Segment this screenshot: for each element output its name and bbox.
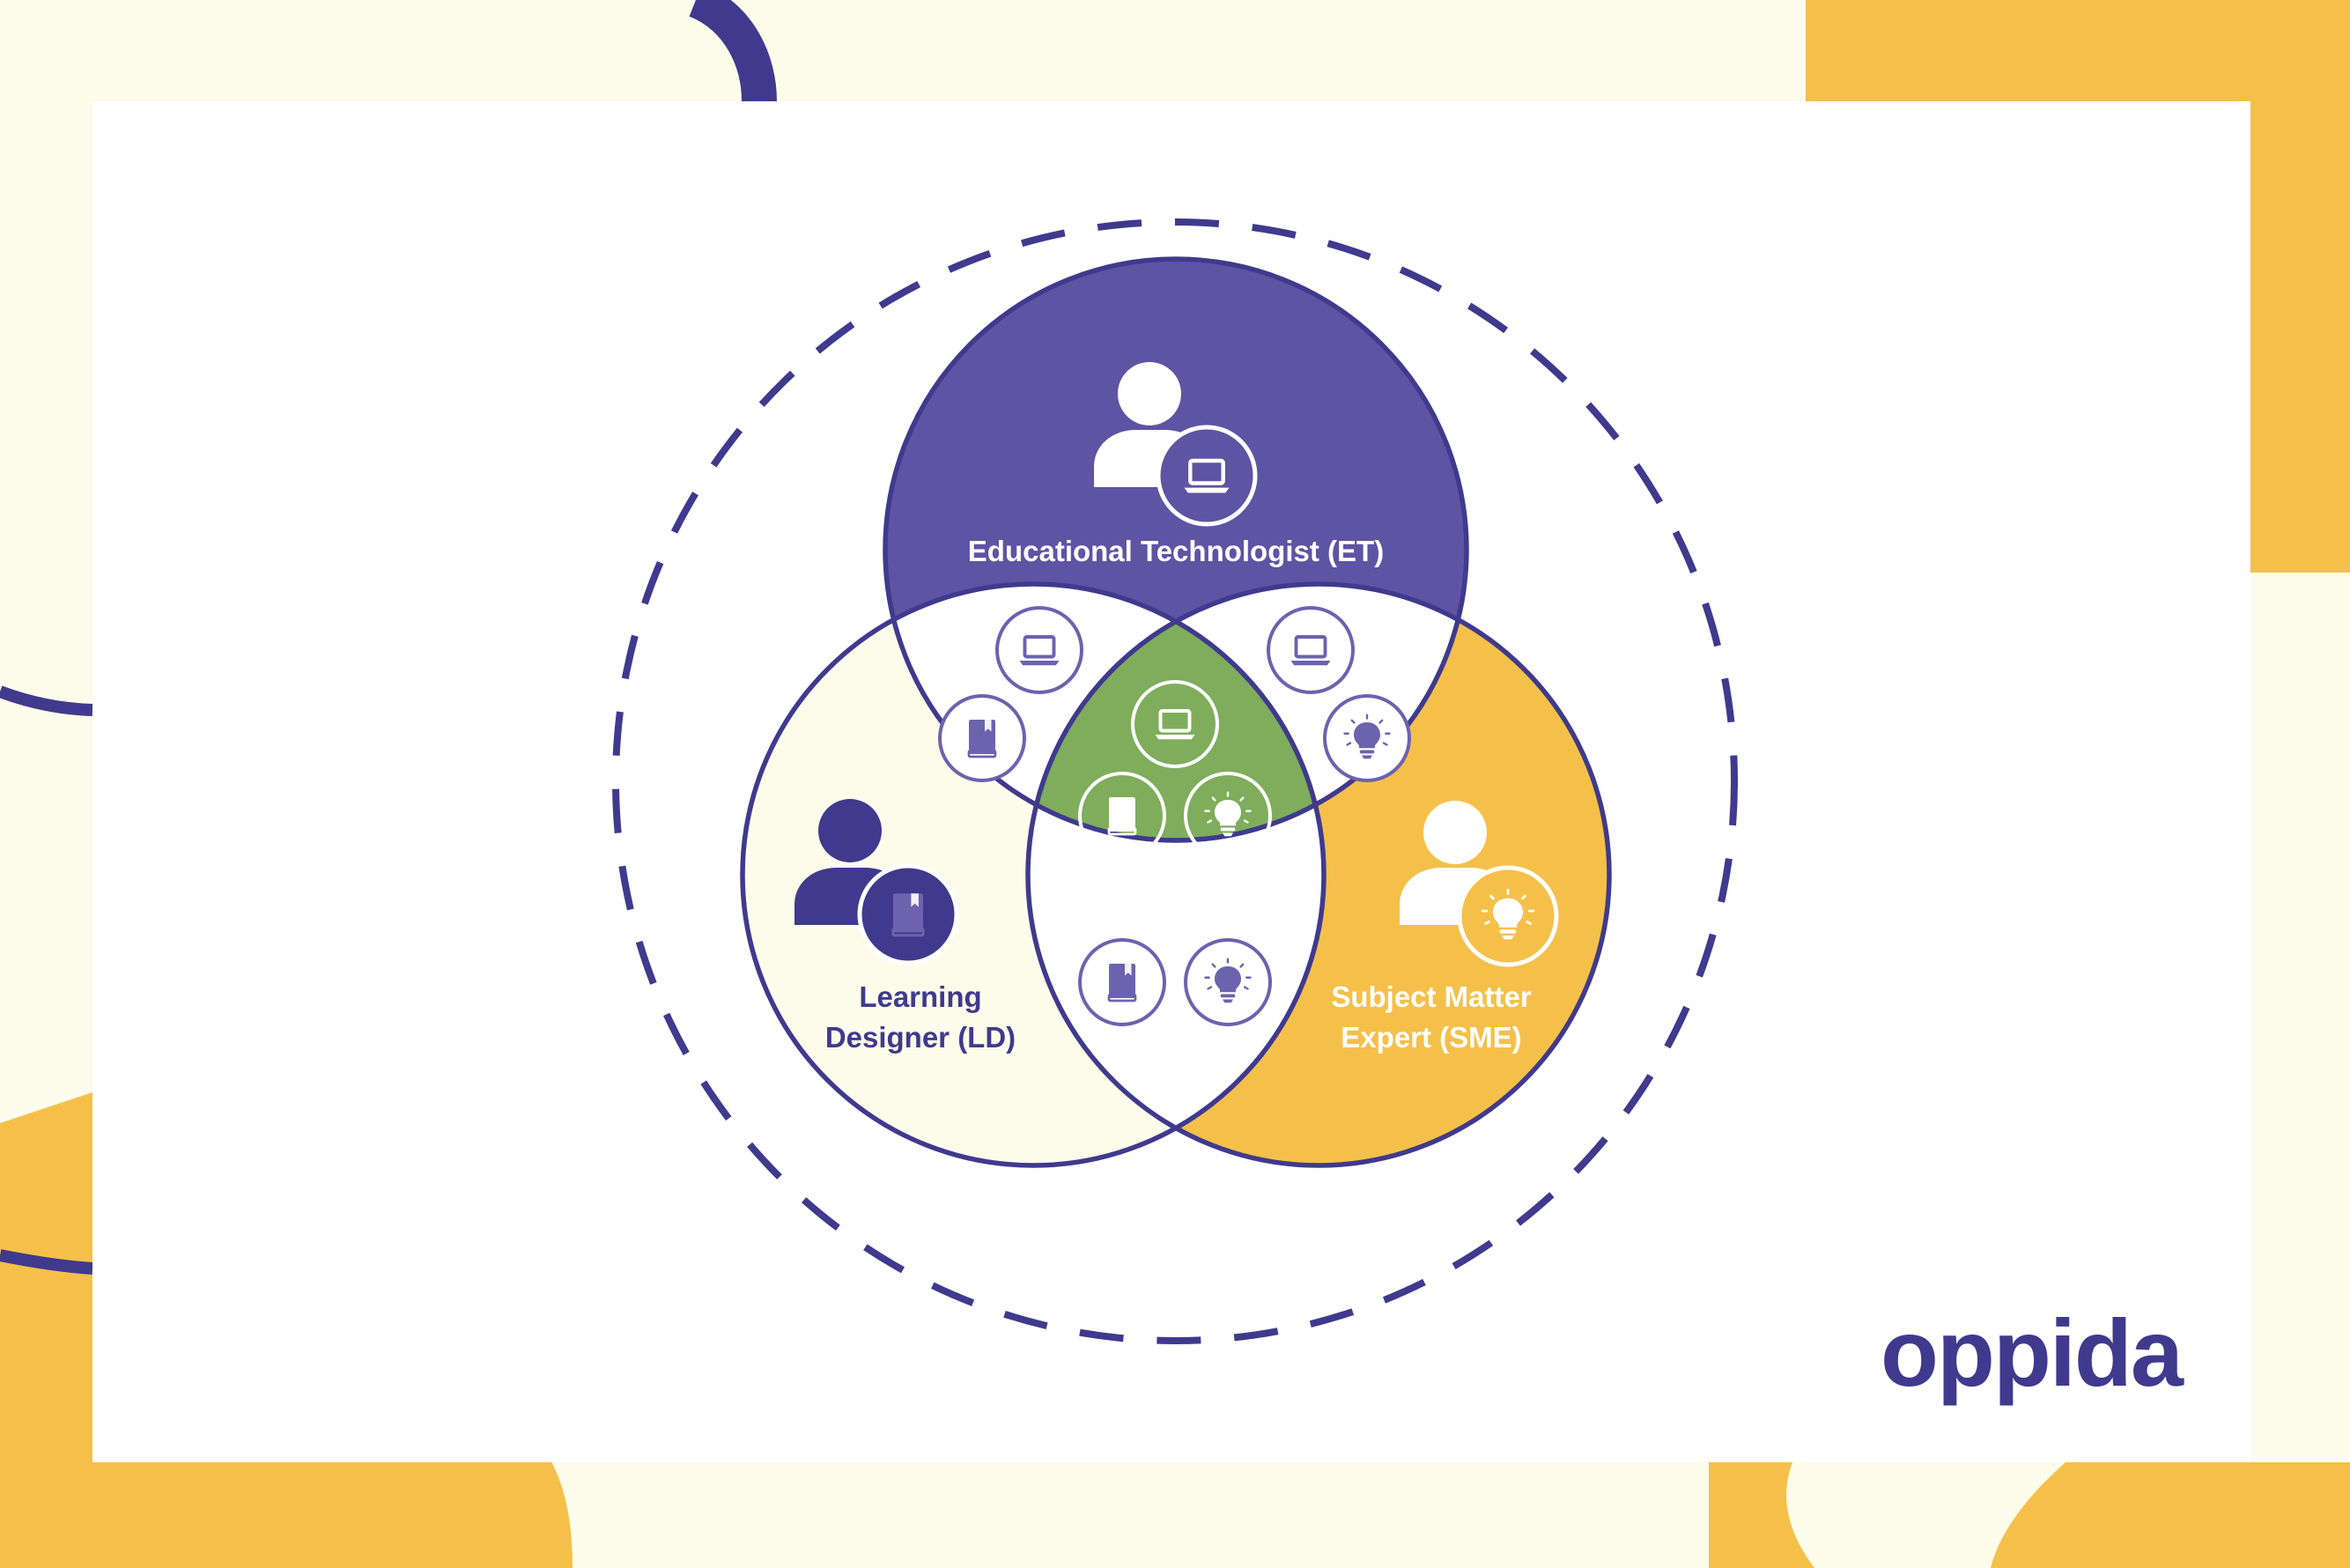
overlap-ld-sme-icons [1078, 938, 1272, 1026]
book-icon [1107, 962, 1137, 1002]
et-label: Educational Technologist (ET) [968, 535, 1384, 567]
ld-role-group: Learning Designer (LD) [794, 799, 1016, 1054]
ld-label-line1: Learning [859, 980, 981, 1013]
overlap-all-icons [1078, 680, 1272, 860]
et-role-group: Educational Technologist (ET) [968, 362, 1384, 567]
book-icon [1107, 795, 1137, 836]
sme-label-line1: Subject Matter [1331, 980, 1532, 1013]
sme-label-line2: Expert (SME) [1341, 1021, 1521, 1054]
overlap-et-ld-icons [938, 606, 1083, 782]
ld-label-line2: Designer (LD) [825, 1021, 1016, 1054]
laptop-badge [1156, 425, 1258, 527]
sme-role-group: Subject Matter Expert (SME) [1331, 801, 1559, 1054]
oppida-logo: oppida [1881, 1299, 2184, 1406]
overlap-et-sme-icons [1267, 606, 1411, 782]
dashed-boundary-circle [612, 218, 1738, 1344]
book-icon [967, 718, 997, 758]
book-icon [891, 891, 925, 937]
